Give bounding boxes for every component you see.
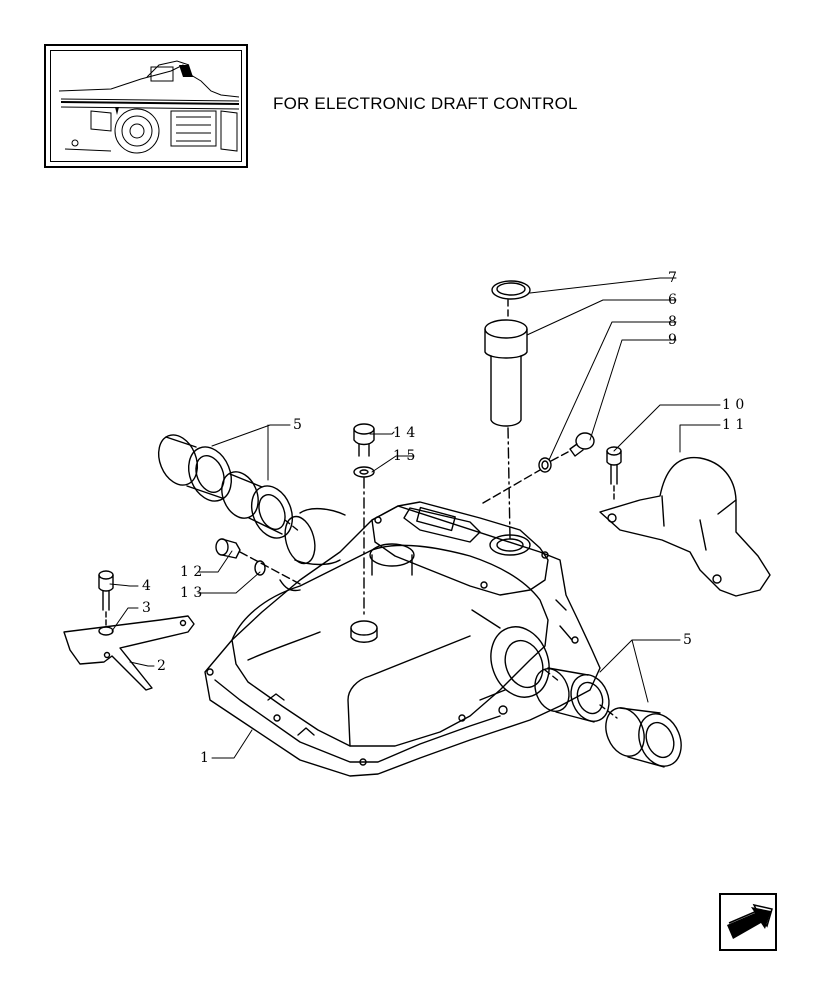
- callout-5-lower: 5: [683, 632, 692, 648]
- next-page-button[interactable]: [719, 893, 777, 951]
- tractor-thumbnail-icon: [58, 60, 240, 154]
- bolt-part: [215, 538, 241, 559]
- callout-14: 1 4: [393, 425, 415, 441]
- page-title: FOR ELECTRONIC DRAFT CONTROL: [273, 94, 578, 113]
- bracket-part: [599, 456, 771, 597]
- callout-11: 1 1: [722, 417, 744, 433]
- lift-housing-part: [204, 501, 601, 777]
- location-thumbnail: [44, 44, 248, 168]
- callout-5-upper: 5: [293, 417, 302, 433]
- bolt-part: [606, 446, 622, 485]
- washer-part: [254, 560, 266, 576]
- bushing-part: [534, 667, 610, 723]
- bolt-part: [98, 570, 114, 611]
- bracket-part: [63, 615, 195, 691]
- callout-7: 7: [668, 270, 677, 286]
- callout-2: 2: [157, 658, 166, 674]
- callout-9: 9: [668, 332, 677, 348]
- callout-3: 3: [142, 600, 151, 616]
- callout-13: 1 3: [180, 585, 202, 601]
- callout-15: 1 5: [393, 448, 415, 464]
- callout-1: 1: [200, 750, 209, 766]
- callout-12: 1 2: [180, 564, 202, 580]
- washer-part: [98, 626, 114, 636]
- washer-part: [353, 466, 375, 478]
- callout-10: 1 0: [722, 397, 744, 413]
- thumbnail-inner-frame: [50, 50, 242, 162]
- next-page-arrow-icon: [727, 903, 773, 939]
- callout-4: 4: [142, 578, 151, 594]
- bushing-part: [279, 508, 346, 592]
- bushing-part: [221, 471, 294, 539]
- callout-6: 6: [668, 292, 677, 308]
- bushing-part: [157, 434, 233, 502]
- bolt-part: [353, 423, 375, 457]
- bushing-part: [605, 707, 682, 768]
- callout-8: 8: [668, 314, 677, 330]
- callout-leader-lines: [109, 277, 721, 759]
- washer-part: [538, 457, 552, 473]
- o-ring-part: [491, 280, 531, 300]
- plug-part: [569, 432, 595, 457]
- sleeve-part: [484, 319, 528, 427]
